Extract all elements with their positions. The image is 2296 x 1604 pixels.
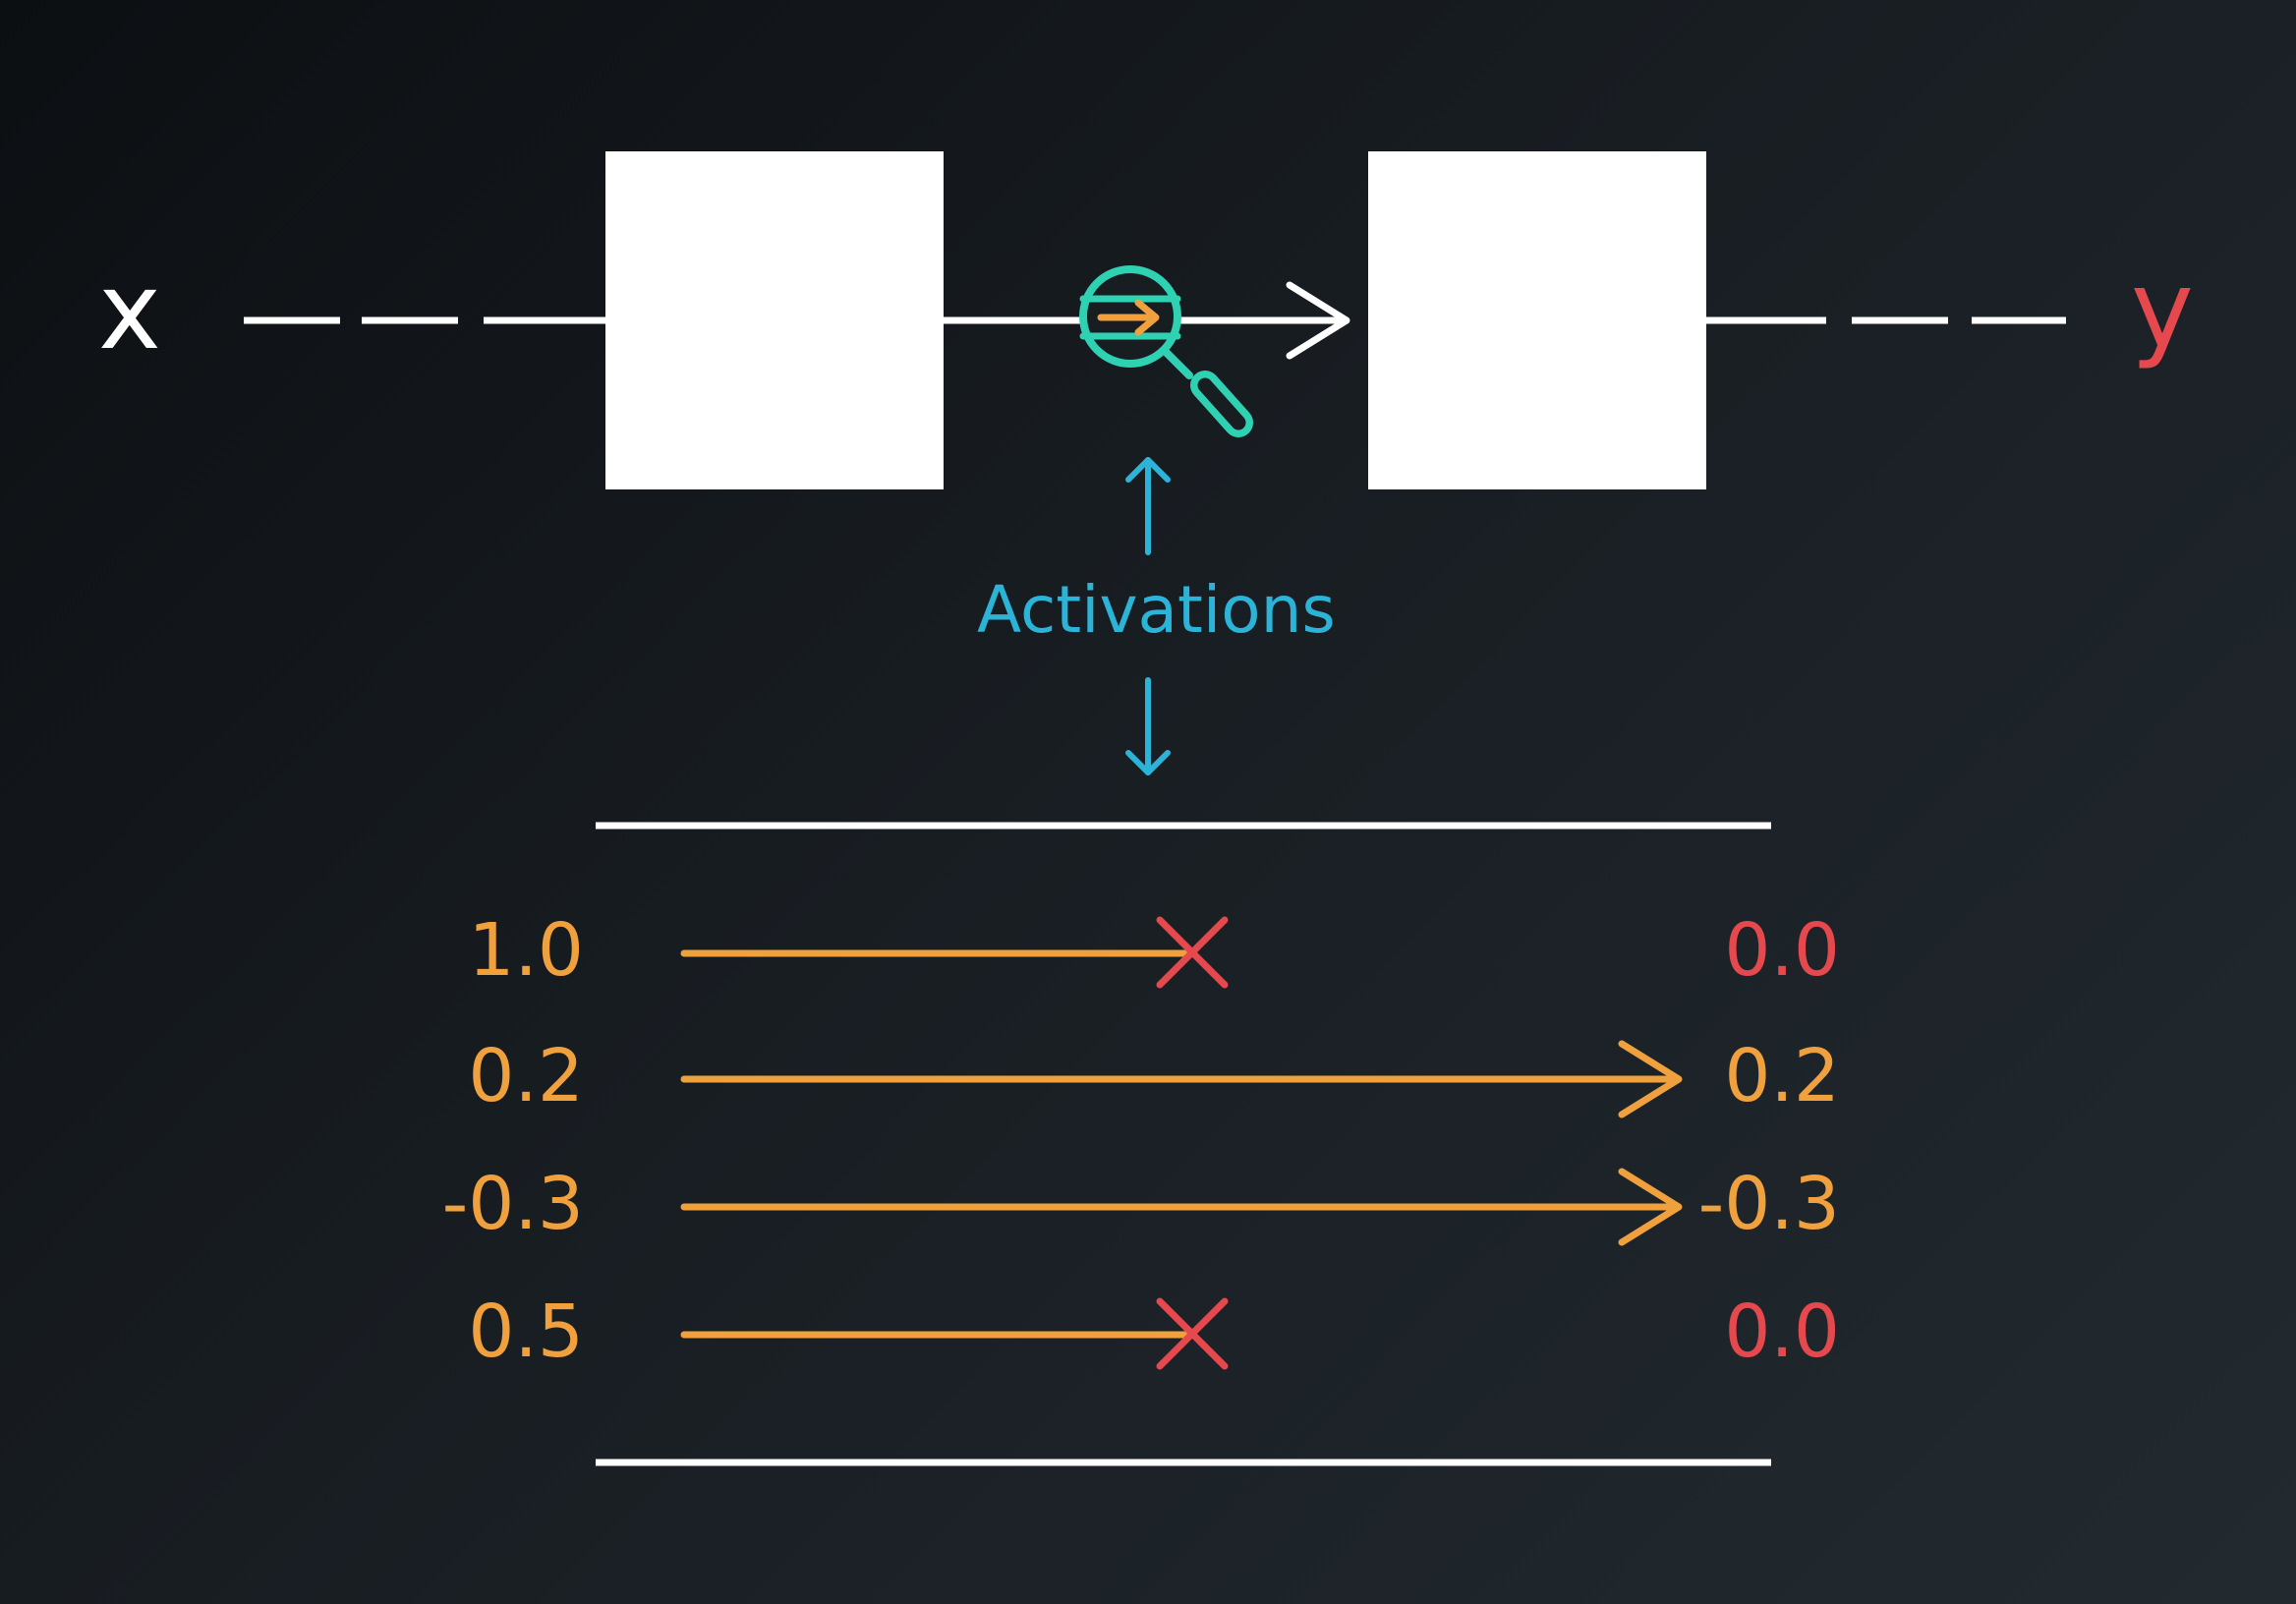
dropout-row-1 (680, 916, 1229, 989)
activations-label: Activations (977, 572, 1336, 648)
output-label-y: y (2131, 249, 2194, 372)
arrowhead-icon (1618, 1040, 1683, 1118)
input-label-x: x (98, 251, 161, 373)
row-output-value: 0.0 (1724, 908, 1840, 993)
row-input-value: -0.3 (441, 1162, 584, 1246)
dropout-row-4 (680, 1297, 1229, 1370)
arrowhead-icon (1618, 1168, 1683, 1246)
row-output-value: -0.3 (1697, 1162, 1840, 1246)
x-mark-icon (1156, 1297, 1229, 1370)
row-input-value: 1.0 (468, 908, 584, 993)
dropout-row-3 (680, 1168, 1683, 1246)
row-output-value: 0.0 (1724, 1289, 1840, 1374)
magnifier-icon (1079, 265, 1253, 437)
activations-down-arrow (1125, 677, 1171, 775)
row-input-value: 0.5 (468, 1289, 584, 1374)
x-mark-icon (1156, 916, 1229, 989)
row-output-value: 0.2 (1724, 1034, 1840, 1118)
layer-box-2 (1368, 151, 1706, 489)
row-input-value: 0.2 (468, 1034, 584, 1118)
layer-box-1 (605, 151, 944, 489)
dropout-row-2 (680, 1040, 1683, 1118)
activations-up-arrow (1125, 457, 1171, 555)
